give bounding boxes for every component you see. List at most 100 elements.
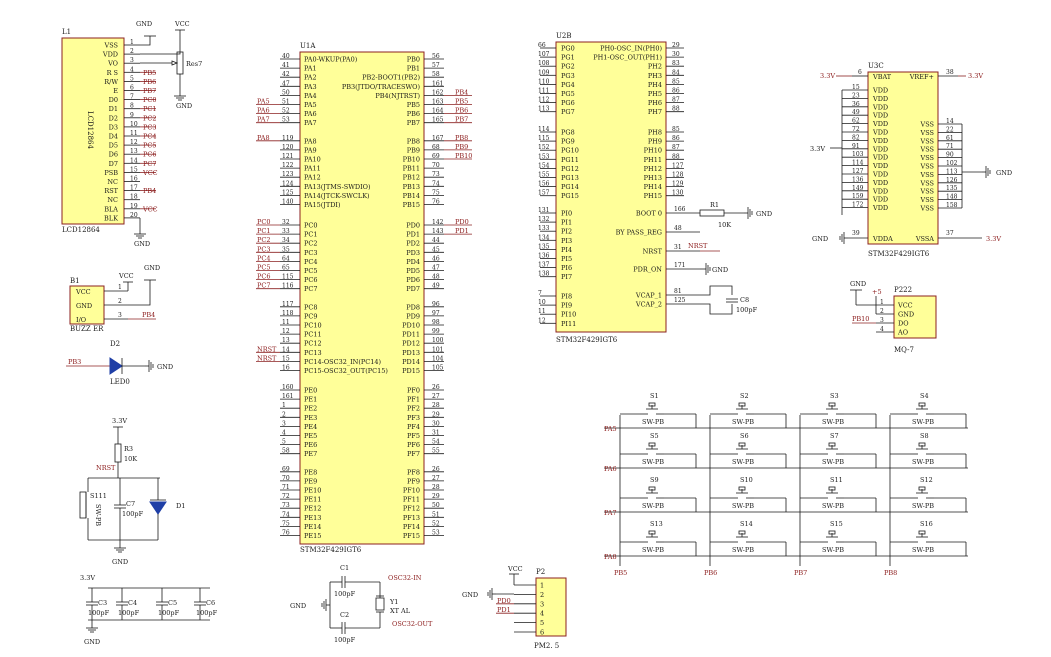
u1a-pin-name: PC12: [304, 340, 322, 348]
keypad-button: [648, 442, 656, 447]
u2b-pin-num: 128: [672, 172, 684, 179]
lcd-pin-name: RST: [104, 187, 118, 195]
lcd-net: VCC: [142, 169, 158, 177]
u3c-ref: U3C: [868, 62, 884, 70]
u1a-pin-name: PD11: [402, 331, 420, 339]
u3c-pin-name: VSS: [920, 154, 935, 162]
u2b-pin-num: 137: [538, 262, 550, 269]
u1a-pin-name: PA7: [304, 119, 317, 127]
u1a-pin-num: 76: [432, 199, 440, 206]
keypad-key-name: SW-PB: [732, 546, 754, 554]
lcd-pin-num: 11: [130, 130, 138, 137]
u2b-r1-value: 10K: [718, 221, 731, 229]
u3c-pin-name: VSS: [920, 121, 935, 129]
u1a-pin-name: PC13: [304, 349, 322, 357]
u1a-pin-name: PE4: [304, 423, 317, 431]
u1a-pin-num: 28: [432, 402, 440, 409]
u1a-pin-name: PD2: [406, 240, 420, 248]
decap-value: 100pF: [158, 609, 180, 617]
keypad-button: [648, 486, 656, 491]
u2b-pin-name: PG12: [561, 165, 579, 173]
u1a-pin-num: 117: [282, 301, 294, 308]
header-pin-num: 2: [540, 591, 544, 599]
buzzer-pin-num: 1: [118, 284, 122, 291]
u2b-pin-num: 109: [538, 69, 550, 76]
lcd-pin-num: 6: [130, 85, 134, 92]
lcd-pin-name: D4: [109, 133, 118, 141]
u2b-pin-num: 166: [674, 206, 686, 213]
osc-c1-value: 100pF: [334, 590, 356, 598]
u2b-pin-num: 153: [538, 153, 550, 160]
u2b-ref: U2B: [556, 32, 572, 40]
mq7-pin-num: 4: [880, 326, 884, 333]
u1a-pin-num: 40: [282, 53, 290, 60]
u2b-pin-num: 130: [672, 190, 684, 197]
u1a-pin-name: PD0: [406, 222, 420, 230]
u3c-pin-num: 102: [946, 160, 958, 167]
u3c-pin-name: VDD: [872, 145, 888, 153]
u1a-pin-name: PF10: [403, 487, 420, 495]
u3c-name: STM32F429IGT6: [868, 250, 930, 258]
buzzer-pin-num: 2: [118, 298, 122, 305]
u3c-pin-num: 127: [852, 168, 864, 175]
u3c-pin-num: 6: [858, 69, 862, 76]
u1a-pin-name: PE13: [304, 514, 321, 522]
keypad-key-ref: S5: [650, 432, 659, 440]
lcd-pin-num: 14: [130, 157, 138, 164]
keypad-key-ref: S15: [830, 520, 843, 528]
u1a-pin-name: PF14: [403, 523, 420, 531]
u3c-pin-name: VSS: [920, 188, 935, 196]
u1a-pin-num: 3: [282, 420, 286, 427]
u1a-pin-num: 16: [282, 365, 290, 372]
u2b-pin-name: PH10: [644, 147, 662, 155]
lcd-net: PB4: [143, 187, 156, 195]
u1a-pin-name: PD8: [406, 303, 420, 311]
u1a-pin-name: PD6: [406, 276, 420, 284]
u3c-pin-name: VSS: [920, 129, 935, 137]
u2b-name: STM32F429IGT6: [556, 336, 618, 344]
lcd-pin-name: E: [113, 87, 118, 95]
u2b-pin-num: 108: [538, 60, 550, 67]
lcd-net: PC0: [143, 96, 156, 104]
lcd-vcc-label: VCC: [174, 20, 190, 28]
lcd-pin-name: D3: [109, 123, 118, 131]
header-pin-num: 3: [540, 600, 544, 608]
keypad-col-net: PB5: [614, 569, 627, 577]
mq7-body: [893, 295, 937, 339]
u1a-pin-name: PD10: [402, 322, 420, 330]
u2b-c8-label: C8: [740, 296, 749, 304]
lcd-pin-num: 15: [130, 166, 138, 173]
reset-sw-name: SW-PB: [94, 504, 102, 526]
keypad-row-net: PA7: [604, 509, 617, 517]
u1a-pin-name: PF13: [403, 514, 420, 522]
u1a-pin-name: PB13: [403, 183, 420, 191]
decap-value: 100pF: [118, 609, 140, 617]
u1a-pin-name: PF1: [407, 396, 420, 404]
u1a-pin-name: PE8: [304, 468, 317, 476]
lcd-gnd-wire: [140, 36, 151, 46]
u3c-pin-num: 71: [946, 143, 954, 150]
buzzer-gnd-label: GND: [144, 264, 160, 272]
lcd-pin-name: BLK: [104, 214, 118, 222]
u2b-pin-name: PI5: [561, 255, 572, 263]
keypad-button: [828, 442, 836, 447]
u2b-pin-num: 66: [538, 42, 546, 49]
lcd-pin-num: 8: [130, 103, 134, 110]
u2b-pin-num: 85: [672, 126, 680, 133]
u1a-pin-num: 115: [282, 274, 294, 281]
keypad-key-ref: S13: [650, 520, 663, 528]
u3c-pin-num: 172: [852, 202, 864, 209]
header-net: PD1: [497, 606, 511, 614]
u1a-pin-name: PA2: [304, 74, 317, 82]
lcd-vcc-wire: [140, 30, 181, 55]
u2b-pin-name: PI3: [561, 237, 572, 245]
u1a-pin-num: 100: [432, 337, 444, 344]
u2b-r1-label: R1: [710, 201, 719, 209]
keypad-row-net: PA6: [604, 465, 617, 473]
u1a-pin-name: PF5: [407, 432, 420, 440]
u2b-pin-name: PG15: [561, 192, 579, 200]
u2b-pin-num: 30: [672, 51, 680, 58]
keypad-key-name: SW-PB: [912, 502, 934, 510]
u1a-pin-num: 12: [282, 328, 290, 335]
